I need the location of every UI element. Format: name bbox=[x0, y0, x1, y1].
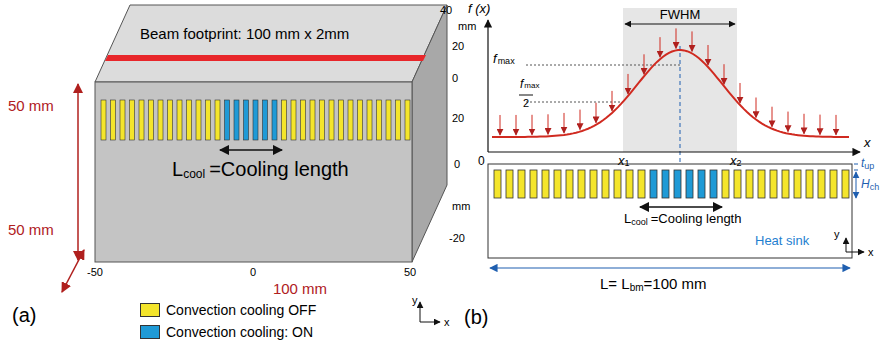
cooling-channels bbox=[494, 170, 849, 198]
label: L bbox=[624, 212, 631, 226]
label: f bbox=[493, 52, 497, 66]
fwhm-arrow bbox=[625, 24, 735, 25]
label: x bbox=[864, 136, 871, 150]
cooling-length-arrow bbox=[640, 206, 722, 208]
axis-triad bbox=[846, 238, 847, 252]
label: mm bbox=[458, 20, 476, 32]
label: L= L bbox=[600, 276, 630, 293]
label: 1 bbox=[625, 159, 630, 169]
axis-triad bbox=[420, 302, 421, 322]
label: FWHM bbox=[658, 8, 702, 22]
axis-triad bbox=[846, 252, 864, 253]
label: t bbox=[861, 157, 864, 170]
y-axis bbox=[487, 20, 488, 152]
label: x bbox=[868, 246, 874, 258]
half-max-line bbox=[526, 102, 623, 103]
label: (b) bbox=[464, 306, 488, 328]
label: 40 bbox=[440, 4, 452, 16]
heat-sink bbox=[488, 164, 852, 258]
label: cool bbox=[631, 218, 648, 228]
thickness-tick bbox=[854, 164, 858, 165]
label: =Cooling length bbox=[209, 158, 349, 180]
fraction-bar bbox=[519, 95, 533, 96]
beam-footprint bbox=[105, 55, 426, 61]
label: =100 mm bbox=[644, 276, 707, 293]
fmax-line bbox=[526, 65, 680, 66]
label: L bbox=[172, 158, 183, 180]
cooling-length-arrow bbox=[220, 149, 282, 151]
thickness-tick bbox=[854, 170, 858, 171]
axis-triad bbox=[420, 322, 440, 323]
label: -50 bbox=[87, 266, 103, 278]
label: (a) bbox=[12, 304, 36, 326]
label: mm bbox=[452, 200, 470, 212]
label: x bbox=[730, 154, 737, 168]
label: 2 bbox=[737, 159, 742, 169]
label: 50 mm bbox=[8, 222, 54, 239]
label: -20 bbox=[449, 232, 465, 244]
label: 0 bbox=[454, 158, 460, 170]
label: y bbox=[834, 228, 840, 240]
label: 20 bbox=[452, 40, 464, 52]
label: 0 bbox=[250, 266, 256, 278]
label: Beam footprint: 100 mm x 2mm bbox=[140, 26, 349, 43]
label: ch bbox=[870, 183, 880, 193]
label: x bbox=[618, 154, 625, 168]
label: 100 mm bbox=[273, 281, 327, 298]
height-dimension bbox=[77, 84, 79, 260]
legend-text: Convection cooling: ON bbox=[166, 324, 313, 340]
top-face bbox=[95, 5, 447, 82]
label: x bbox=[444, 316, 450, 328]
label: f bbox=[520, 78, 523, 91]
depth-dimension bbox=[62, 250, 84, 292]
channel-height-arrow bbox=[856, 172, 857, 198]
label: H bbox=[861, 178, 870, 191]
label: 2 bbox=[523, 97, 529, 109]
label: 50 bbox=[404, 266, 416, 278]
x-axis bbox=[488, 151, 860, 152]
label: max bbox=[498, 57, 515, 67]
label: 0 bbox=[452, 72, 458, 84]
label: =Cooling length bbox=[651, 212, 742, 226]
heat-flux-arrows bbox=[500, 28, 836, 135]
label: 0 bbox=[478, 155, 485, 168]
label: f (x) bbox=[468, 2, 490, 16]
legend-entry: Convection cooling OFF bbox=[140, 302, 316, 318]
label: 20 bbox=[452, 112, 464, 124]
legend-swatch bbox=[140, 303, 160, 317]
label: up bbox=[864, 162, 874, 172]
legend-text: Convection cooling OFF bbox=[166, 302, 316, 318]
side-face bbox=[412, 5, 447, 262]
legend-swatch bbox=[140, 325, 160, 339]
front-face bbox=[95, 82, 412, 262]
label: y bbox=[412, 294, 418, 306]
label: Heat sink bbox=[755, 234, 809, 248]
legend-entry: Convection cooling: ON bbox=[140, 324, 313, 340]
length-dimension bbox=[490, 267, 850, 268]
label: bm bbox=[630, 282, 644, 293]
label: 50 mm bbox=[8, 98, 54, 115]
cooling-channels bbox=[101, 100, 410, 140]
label: max bbox=[524, 82, 539, 91]
label: cool bbox=[183, 168, 205, 181]
heat-flux-curve bbox=[492, 50, 849, 137]
